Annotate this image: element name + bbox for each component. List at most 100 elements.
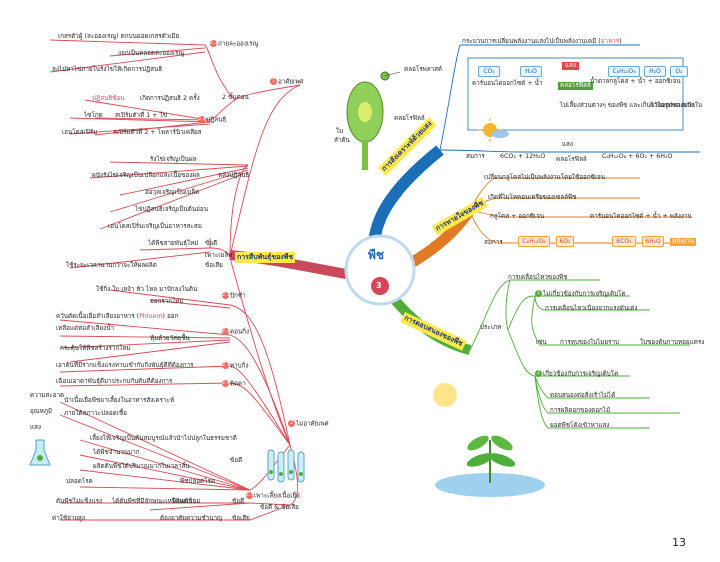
cons-label: ข้อเสีย [232,515,250,522]
pro-2: ได้ผลเร็ว [172,498,196,505]
after-item-3: ออวุลเจริญเป็นเมล็ด [145,189,200,196]
after-item-5: เอนโดสเปิร์มเจริญเป็นอาหารสะสม [108,223,202,230]
response-eg-1: การหุบของใบไมยราบ [560,339,620,346]
bud-item: เฉือนเอาตาพันธุ์ดีมาประกบกับต้นที่ต้องกา… [56,378,173,385]
resp-eq-4: 6H₂O [642,236,664,247]
flask-illustration [29,439,51,466]
tissue-left-1: ความสะอาด [30,392,65,399]
seed-1: สเปิร์มตัวที่ 1 + ไข่ [115,112,168,119]
photo-light: แสง [562,62,579,70]
result-endosperm: เอนโดสเปิร์ม [62,129,98,136]
seed-good-text: ได้พืชสายพันธุ์ใหม่ [148,240,199,247]
seed-good-label: ข้อดี [205,240,218,247]
layering-item-2: เหลือแต่ท่อลำเลียงน้ำ [56,325,115,332]
double-fert-label: ปฏิสนธิซ้อน [92,95,125,102]
resp-eq-2: 6O₂ [556,236,574,247]
photo-note-2: คายออกทางปากใบ [650,102,702,109]
photo-eq-left: 6CO₂ + 12H₂O [500,153,546,160]
photo-output-label: น้ำตาลกลูโคส + น้ำ + ออกซิเจน [590,78,681,85]
steps-label: 2 ขั้นตอน [222,94,249,101]
response-t2-1: ตอบสนองต่อสิ่งเร้าไม่ได้ [550,392,616,399]
tissue-item-1: นำเนื้อเยื่อพืชมาเลี้ยงในอาหารสังเคราะห์ [64,397,175,404]
resp-eq-label: สมการ [484,239,503,246]
tissue-item-5: ผลิตต้นพืชได้ปริมาณมากในเวลาสั้น [93,463,190,470]
photo-h2o-out: H₂O [644,66,666,77]
photo-chl: คลอโรฟิลล์ [558,82,593,90]
response-eg-label: เช่น [536,339,547,346]
resp-line-3a: กลูโคส + ออกซิเจน [490,213,545,220]
con-1: ต้นพืชไม่แข็งแรง [56,498,103,505]
photo-input-label: คาร์บอนไดออกไซด์ + น้ำ [472,80,543,87]
result-zygote: ไซโกต [84,112,103,119]
tissue-item-2: ภายใต้สภาวะปลอดเชื้อ [64,410,127,417]
photo-note-1: ไปเลี้ยงส่วนต่างๆ ของพืช และเก็บไว้ในรูป… [560,102,695,109]
branch-title-growth: การสืบพันธุ์ของพืช [235,252,296,263]
photo-h2o: H₂O [520,66,542,77]
photo-o2: O₂ [670,66,688,77]
after-label: หลังปฏิสนธิ [218,172,250,179]
seed-2: สเปิร์มตัวที่ 2 + โพลาร์นิวเคลียส [113,129,202,136]
seed-label: เพาะเมล็ด [205,252,233,259]
center-title: พืช [368,248,385,262]
photo-eq-light: แสง [562,141,573,148]
sun-illustration [478,118,509,142]
pros-label: ข้อดี [232,498,245,505]
photo-header: กระบวนการเปลี่ยนพลังงานแสงไปเป็นพลังงานเ… [462,38,622,45]
photo-eq-right: C₆H₁₂O₆ + 6O₂ + 6H₂O [602,153,673,160]
response-t2-2: การผลิดอกของดอกไม้ [550,407,611,414]
layering-label: 2.2ตอนกิ่ง [222,328,250,336]
con-2: ค่าใช้จ่ายสูง [52,515,85,522]
response-eg-2: ใบของต้นกาบหอยแครง [640,339,705,346]
photo-eq-chl: คลอโรฟิลล์ [556,156,587,163]
tissue-label: 2.5เพาะเลี้ยงเนื้อเยื่อ [246,492,300,500]
flower-part-3: ลงไปหาไข่ภายในรังไข่ให้เกิดการปฏิสนธิ [52,66,163,73]
response-type-label: ประเภท [480,324,502,331]
fertilization-label: 2.2ปฏิสนธิ [198,116,227,124]
resp-line-2: เกิดที่ไมโทคอนเดรียของเซลล์พืช [488,194,577,201]
after-item-1: รังไข่เจริญเป็นผล [150,156,197,163]
bud-label: 2.4ติดตา [222,380,246,388]
seed-bad-label: ข้อเสีย [205,262,223,269]
leaf-illustration [346,71,401,170]
resp-eq-1: C₆H₁₂O₆ [518,236,550,247]
tissue-item-3: เลี้ยงให้เจริญเป็นต้นสมบูรณ์แล้วนำไปปลูก… [90,435,237,442]
sprout-illustration [433,383,545,497]
center-number: 3 [376,281,382,290]
photo-co2: CO₂ [478,66,500,77]
con-3: ต้องอาศัยความชำนาญ [160,515,223,522]
center-number-circle [371,277,389,295]
layering-item-3: หุ้มด้วยวัสดุชื้น [150,335,190,342]
graft-label: 2.3ทาบกิ่ง [222,362,249,370]
graft-item: เอาต้นที่มีรากแข็งแรงทาบเข้ากับกิ่งพันธุ… [56,362,194,369]
cutting-item-2: ออกรากใหม่ [150,298,184,305]
tissue-item-6: พืชปลอดโรค [180,478,216,485]
cutting-label: 2.1ปักชำ [222,292,246,300]
tissue-good-label: ข้อดี [230,457,243,464]
photo-glucose: C₆H₁₂O₆ [608,66,640,77]
layering-item-1: ควั่นตัดเนื้อเยื่อลำเลียงอาหาร (Phloem) … [56,313,179,320]
tissue-left-3: แสง [30,424,41,431]
layering-item-4: กระตุ้นให้พืชสร้างรากใหม่ [60,345,131,352]
after-item-4: ไข่ปฏิสนธิเจริญเป็นต้นอ่อน [135,206,208,213]
resp-eq-5: พลังงาน [670,238,696,246]
seed-bad-text: ใช้ระยะเวลานานกว่าจะให้ผลผลิต [66,262,157,269]
response-t1a: การเคลื่อนไหวเนื่องจากแรงดันเต่ง [545,305,638,312]
pollination-label: 2.1ถ่ายละอองเรณู [210,40,259,48]
double-fert-text: เกิดการปฏิสนธิ 2 ครั้ง [140,95,200,102]
resp-line-1: เปลี่ยนกลูโคสไปเป็นพลังงานโดยใช้ออกซิเจน [484,174,606,181]
leaf-label-2: ใบ [336,128,344,135]
photo-eq-label: สมการ [466,153,485,160]
response-t2-3: ยอดพืชโค้งเข้าหาแสง [550,422,610,429]
tissue-bad-text: ปลอดโรค [66,478,93,485]
resp-eq-3: 6CO₂ [612,236,636,247]
page-number: 13 [672,536,686,549]
cutting-item-1: ใช้กิ่ง ใบ เหง้า หัว ไหล มาปักลงในดิน [96,286,198,293]
flower-part-1: เกสรตัวผู้ (ละอองเรณู) ตกบนยอดเกสรตัวเมี… [58,33,180,40]
leaf-label-4: คลอโรฟิลล์ [394,115,425,122]
leaf-label-1: คลอโรพลาสต์ [404,66,443,73]
